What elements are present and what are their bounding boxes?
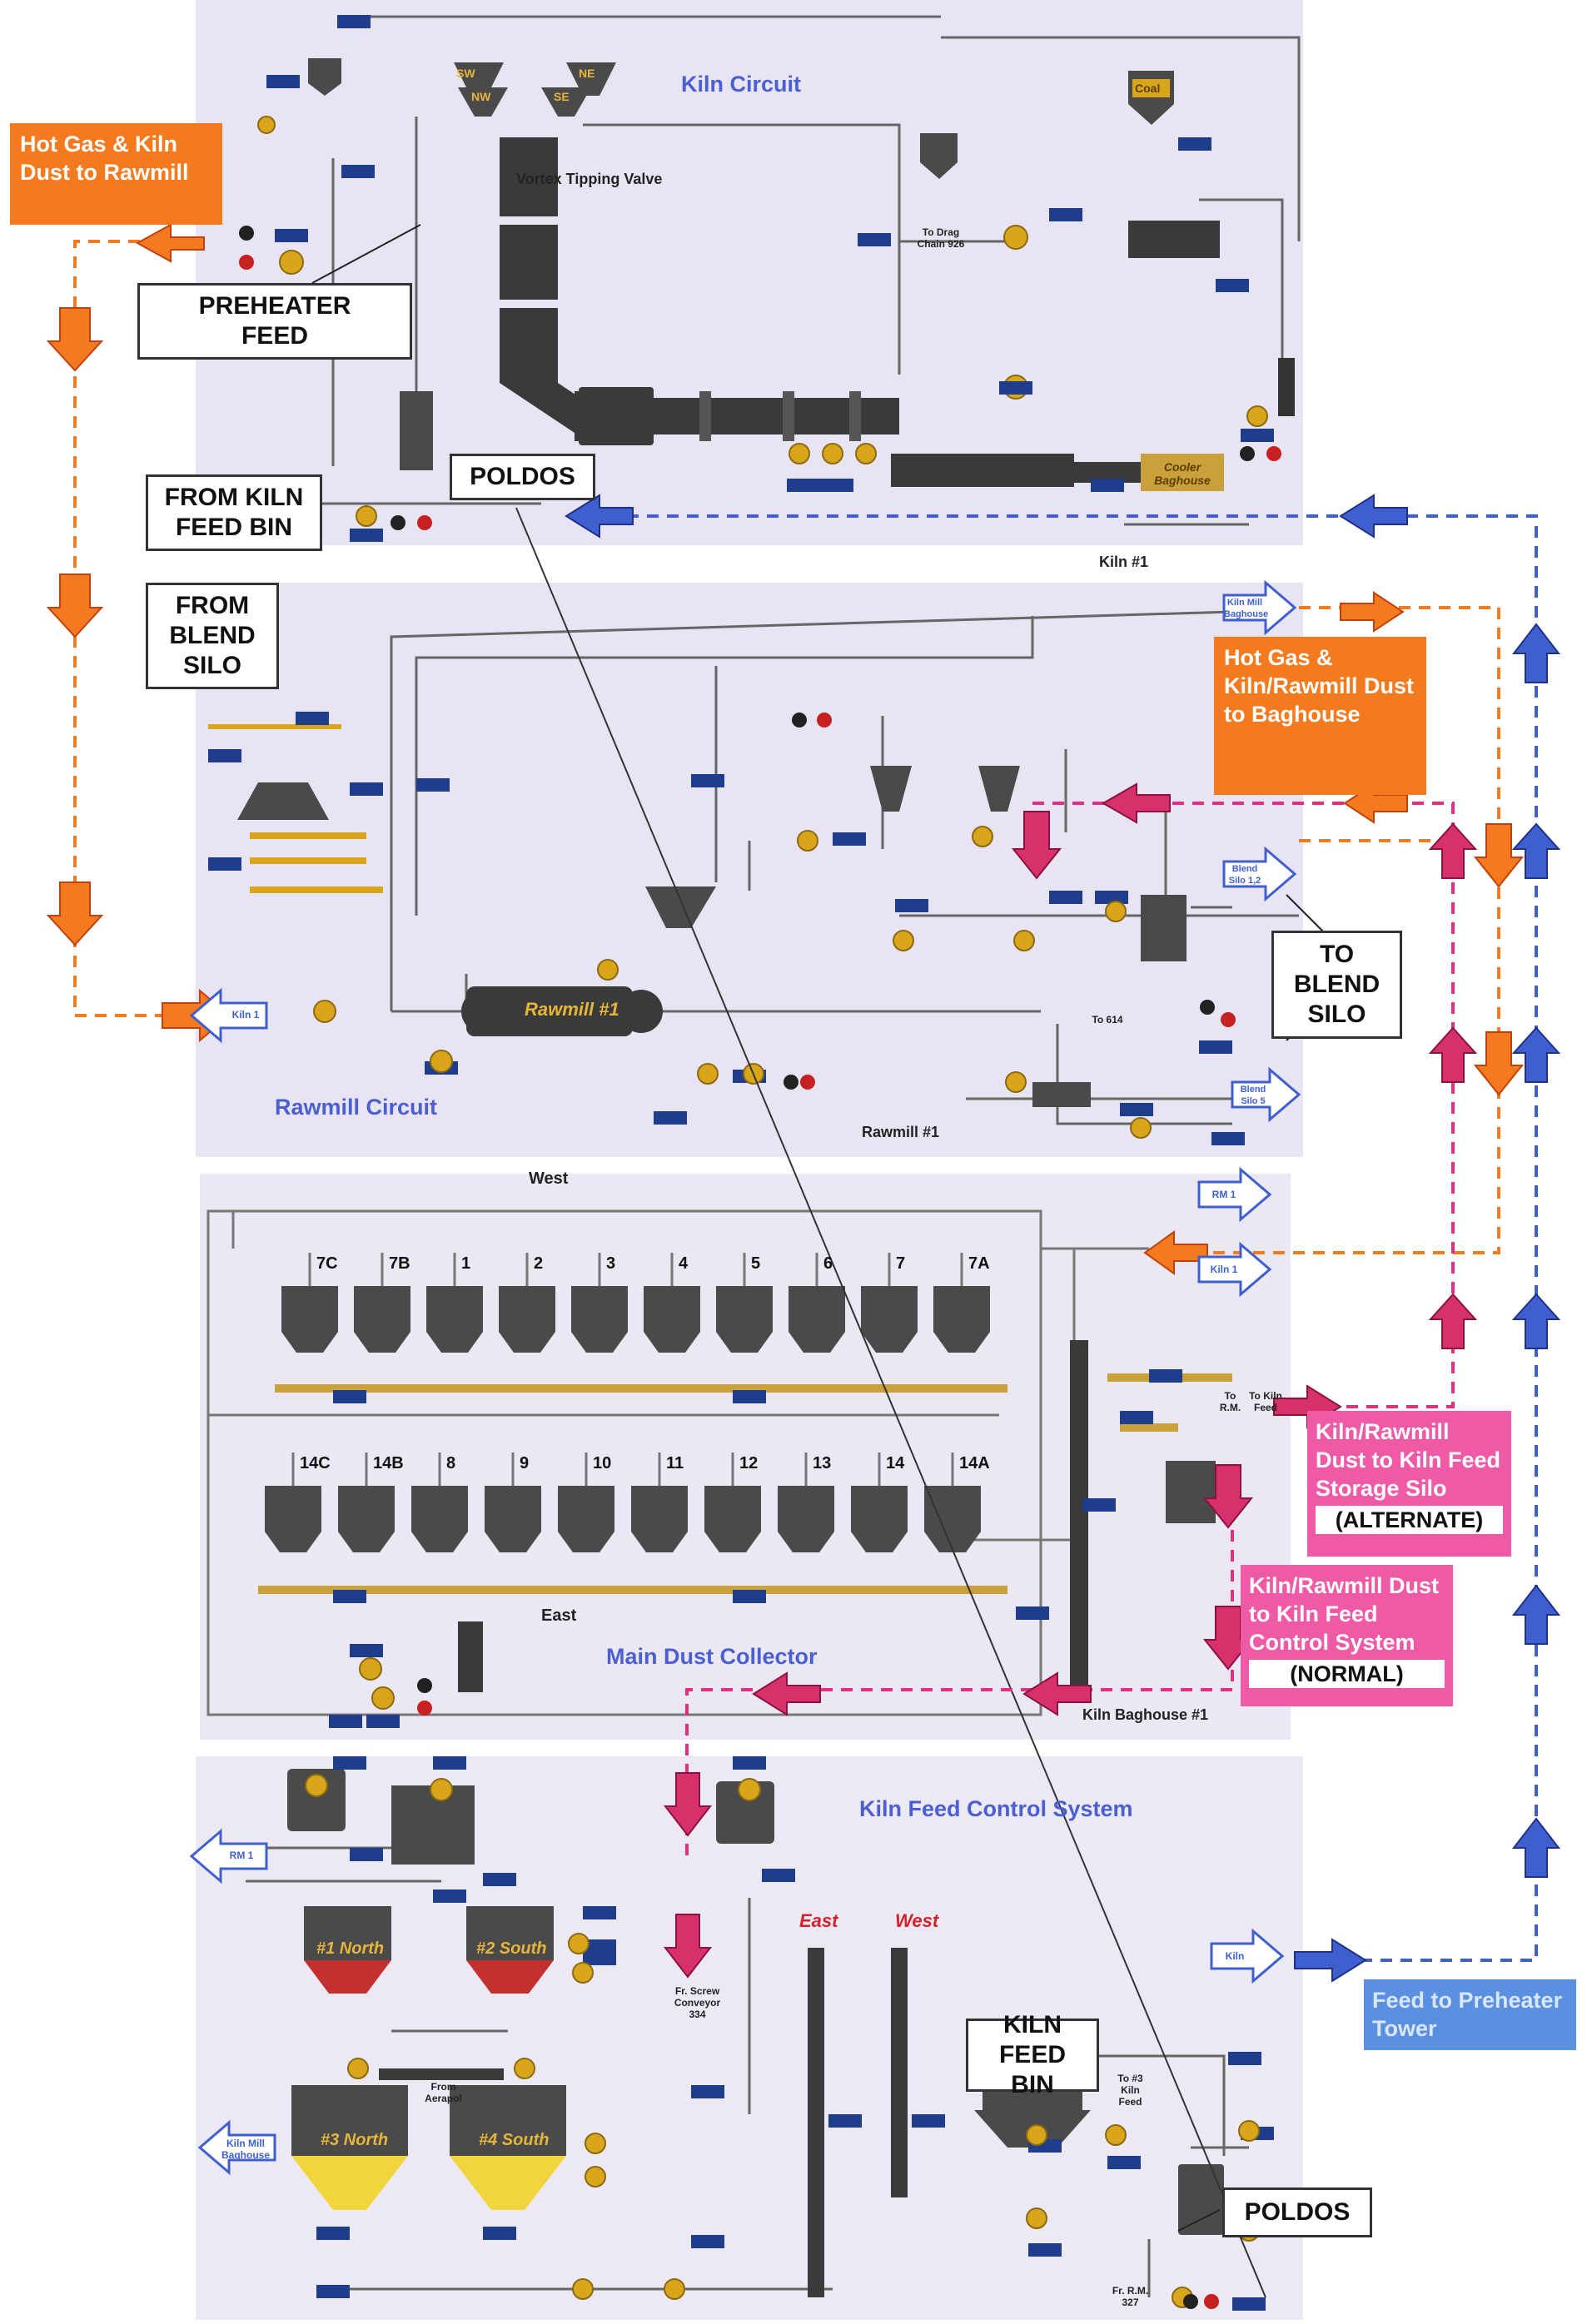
to-614-label: To 614 <box>1091 1014 1124 1025</box>
bin-label-7c: 7C <box>316 1254 338 1274</box>
from-aerapol-label: From Aerapol <box>420 2081 466 2104</box>
bin-body-7a <box>933 1286 990 1332</box>
bin-label-3: 3 <box>606 1254 615 1274</box>
bin-label-10: 10 <box>593 1454 611 1473</box>
kiln-arrow-label: Kiln <box>1214 1950 1256 1962</box>
kiln1-arrow2-label: Kiln 1 <box>1203 1264 1245 1275</box>
normal-text-box: Kiln/Rawmill Dust to Kiln Feed Control S… <box>1241 1565 1453 1706</box>
bin-label-1: 1 <box>461 1254 470 1274</box>
kiln-baghouse-1-label: Kiln Baghouse #1 <box>1082 1706 1208 1724</box>
rm1-arrow2-label: RM 1 <box>221 1850 262 1861</box>
rm1-arrow-label: RM 1 <box>1203 1189 1245 1200</box>
hot-gas-baghouse-box: Hot Gas & Kiln/Rawmill Dust to Baghouse <box>1214 637 1426 795</box>
alternate-text-box: Kiln/Rawmill Dust to Kiln Feed Storage S… <box>1307 1411 1511 1557</box>
west-label: West <box>529 1169 568 1189</box>
blend-silo-12-label: Blend Silo 1,2 <box>1224 863 1266 886</box>
to-3-kiln-feed-label: To #3 Kiln Feed <box>1112 2073 1149 2108</box>
kiln-1-label: Kiln #1 <box>1099 554 1148 571</box>
poldos-top-label: POLDOS <box>450 454 595 500</box>
bin-label-9: 9 <box>520 1454 529 1473</box>
to-blend-silo-label: TO BLEND SILO <box>1271 931 1402 1039</box>
rawmill-circuit-title: Rawmill Circuit <box>275 1095 437 1120</box>
main-dust-collector-title: Main Dust Collector <box>606 1644 818 1670</box>
bin-body-10 <box>558 1486 614 1532</box>
east-label: East <box>541 1606 576 1626</box>
north-1-label: #1 North <box>316 1939 384 1959</box>
kiln-1-arrow-label: Kiln 1 <box>225 1009 266 1020</box>
coal-label: Coal <box>1135 82 1160 95</box>
bin-body-4 <box>644 1286 700 1332</box>
hopper-se-label: SE <box>554 90 570 103</box>
normal-tag: (NORMAL) <box>1249 1660 1445 1688</box>
bin-label-4: 4 <box>679 1254 688 1274</box>
bin-body-8 <box>411 1486 468 1532</box>
bin-body-3 <box>571 1286 628 1332</box>
from-blend-silo-label: FROM BLEND SILO <box>146 583 279 689</box>
bin-label-7a: 7A <box>968 1254 990 1274</box>
bin-label-14c: 14C <box>300 1454 331 1473</box>
bin-label-6: 6 <box>823 1254 833 1274</box>
kiln-mill-baghouse-label: Kiln Mill Baghouse <box>221 2138 271 2161</box>
to-kiln-feed-label: To Kiln Feed <box>1249 1390 1282 1413</box>
east-red-label: East <box>799 1910 838 1932</box>
south-4-label: #4 South <box>479 2131 549 2150</box>
bin-body-14b <box>338 1486 395 1532</box>
rawmill-1-label: Rawmill #1 <box>862 1124 939 1141</box>
feed-to-preheater-box: Feed to Preheater Tower <box>1364 1979 1576 2050</box>
bin-label-2: 2 <box>534 1254 543 1274</box>
cooler-baghouse-label: Cooler Baghouse <box>1145 460 1220 487</box>
bin-label-14: 14 <box>886 1454 904 1473</box>
normal-description: Kiln/Rawmill Dust to Kiln Feed Control S… <box>1249 1572 1445 1656</box>
bin-body-12 <box>704 1486 761 1532</box>
bin-label-7b: 7B <box>389 1254 410 1274</box>
hopper-sw-label: SW <box>456 67 475 80</box>
bin-body-6 <box>789 1286 845 1332</box>
south-2-label: #2 South <box>476 1939 546 1959</box>
bin-body-5 <box>716 1286 773 1332</box>
north-3-label: #3 North <box>321 2131 388 2150</box>
kiln-feed-control-title: Kiln Feed Control System <box>859 1796 1133 1822</box>
bin-body-14c <box>265 1486 321 1532</box>
alternate-tag: (ALTERNATE) <box>1316 1506 1503 1534</box>
bin-body-2 <box>499 1286 555 1332</box>
kiln-circuit-title: Kiln Circuit <box>681 72 801 97</box>
bin-label-12: 12 <box>739 1454 758 1473</box>
to-rm-label: To R.M. <box>1216 1390 1245 1413</box>
bin-body-13 <box>778 1486 834 1532</box>
kiln-mill-baghouse-arrow-label: Kiln Mill Baghouse <box>1224 597 1266 620</box>
bin-body-11 <box>631 1486 688 1532</box>
from-kiln-feed-bin-label: FROM KILN FEED BIN <box>146 474 322 551</box>
bin-body-7 <box>861 1286 918 1332</box>
bin-body-7c <box>281 1286 338 1332</box>
to-drag-chain-label: To Drag Chain 926 <box>916 226 966 250</box>
hot-gas-rawmill-box: Hot Gas & Kiln Dust to Rawmill <box>10 123 222 225</box>
vortex-tipping-valve-label: Vortex Tipping Valve <box>516 171 662 188</box>
poldos-bottom-label: POLDOS <box>1222 2187 1372 2237</box>
bin-body-7b <box>354 1286 410 1332</box>
bin-label-14b: 14B <box>373 1454 404 1473</box>
fr-rm-327-label: Fr. R.M. 327 <box>1107 2285 1153 2308</box>
bin-body-9 <box>485 1486 541 1532</box>
preheater-feed-label: PREHEATER FEED <box>137 283 412 360</box>
blend-silo-5-label: Blend Silo 5 <box>1232 1084 1274 1107</box>
hopper-ne-label: NE <box>579 67 595 80</box>
bin-label-5: 5 <box>751 1254 760 1274</box>
alternate-description: Kiln/Rawmill Dust to Kiln Feed Storage S… <box>1316 1418 1503 1502</box>
bin-label-14a: 14A <box>959 1454 990 1473</box>
rawmill-drum-label: Rawmill #1 <box>525 999 619 1020</box>
bin-label-11: 11 <box>666 1454 684 1473</box>
west-red-label: West <box>895 1910 938 1932</box>
bin-label-8: 8 <box>446 1454 455 1473</box>
bin-label-7: 7 <box>896 1254 905 1274</box>
bin-body-14a <box>924 1486 981 1532</box>
fr-screw-conveyor-label: Fr. Screw Conveyor 334 <box>666 1985 729 2020</box>
bin-body-1 <box>426 1286 483 1332</box>
bin-body-14 <box>851 1486 908 1532</box>
kiln-feed-bin-label: KILN FEED BIN <box>966 2019 1099 2092</box>
bin-label-13: 13 <box>813 1454 831 1473</box>
hopper-nw-label: NW <box>471 90 490 103</box>
